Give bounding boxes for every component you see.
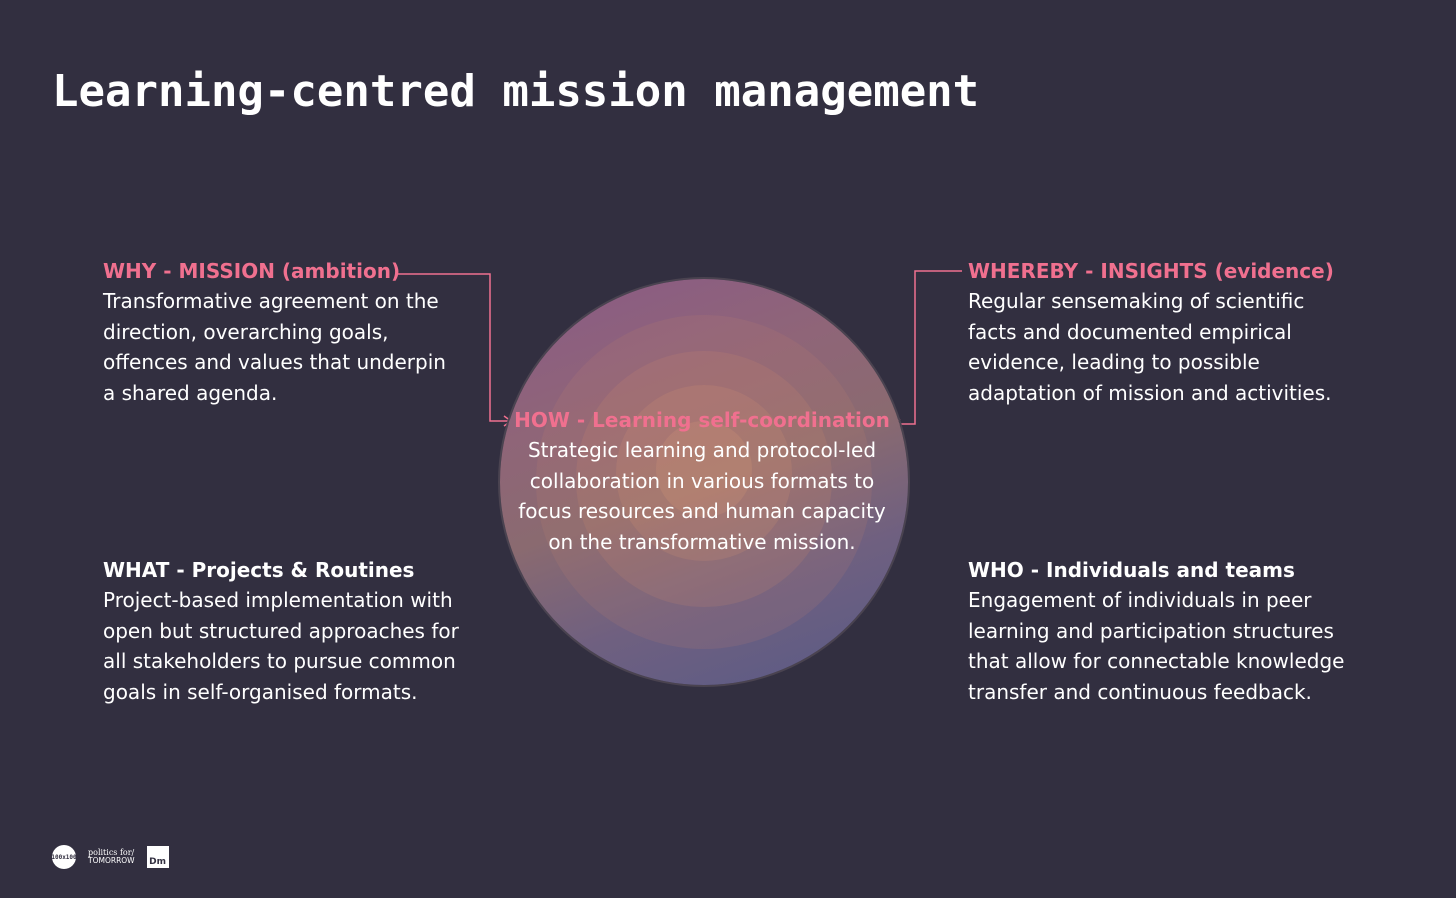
whereby-to-how-arrow: [894, 270, 962, 425]
what-line: all stakeholders to pursue common: [103, 649, 456, 673]
what-line: goals in self-organised formats.: [103, 679, 418, 704]
why-line: a shared agenda.: [103, 380, 278, 405]
how-line: focus resources and human capacity: [518, 499, 886, 523]
politics-for-tomorrow-logo: politics for/ TOMORROW: [88, 849, 135, 865]
whereby-line: adaptation of mission and activities.: [968, 380, 1332, 405]
how-line: collaboration in various formats to: [529, 468, 875, 493]
why-heading: WHY - MISSION (ambition): [103, 259, 401, 283]
why-body: Transformative agreement on the directio…: [103, 286, 483, 408]
logo-text-bottom: TOMORROW: [88, 856, 135, 865]
dm-logo: Dm: [146, 846, 169, 868]
who-line: that allow for connectable knowledge: [968, 649, 1345, 673]
how-body: Strategic learning and protocol-led coll…: [500, 435, 904, 557]
who-heading: WHO - Individuals and teams: [968, 558, 1295, 582]
circle-ring-3: [616, 385, 792, 561]
what-heading: WHAT - Projects & Routines: [103, 558, 415, 582]
whereby-line: evidence, leading to possible: [968, 350, 1260, 374]
circle-ring-1: [536, 315, 872, 649]
how-line: on the transformative mission.: [548, 529, 856, 554]
what-line: open but structured approaches for: [103, 618, 459, 643]
why-line: offences and values that underpin: [103, 350, 446, 374]
partner-logos: 100x100 politics for/ TOMORROW Dm: [51, 844, 169, 870]
how-heading: HOW - Learning self-coordination: [514, 408, 890, 432]
whereby-heading: WHEREBY - INSIGHTS (evidence): [968, 259, 1334, 283]
why-to-how-arrow: [396, 273, 510, 422]
whereby-body: Regular sensemaking of scientific facts …: [968, 286, 1368, 408]
who-line: transfer and continuous feedback.: [968, 679, 1312, 704]
how-circle: [500, 279, 908, 685]
whereby-line: Regular sensemaking of scientific: [968, 289, 1305, 313]
who-body: Engagement of individuals in peer learni…: [968, 585, 1368, 707]
who-block: WHO - Individuals and teams Engagement o…: [968, 555, 1368, 707]
who-line: learning and participation structures: [968, 618, 1334, 643]
whereby-line: facts and documented empirical: [968, 319, 1292, 344]
what-line: Project-based implementation with: [103, 588, 453, 612]
what-body: Project-based implementation with open b…: [103, 585, 493, 707]
how-line: Strategic learning and protocol-led: [527, 438, 877, 462]
100x100-logo: 100x100: [51, 845, 77, 869]
circle-ring-4: [656, 421, 752, 517]
circle-ring-2: [576, 351, 832, 607]
logo-text-top: politics for/: [88, 848, 135, 857]
how-block: HOW - Learning self-coordination Strateg…: [500, 405, 904, 557]
what-block: WHAT - Projects & Routines Project-based…: [103, 555, 493, 707]
why-block: WHY - MISSION (ambition) Transformative …: [103, 256, 483, 408]
who-line: Engagement of individuals in peer: [968, 588, 1312, 612]
why-line: direction, overarching goals,: [103, 319, 389, 344]
whereby-block: WHEREBY - INSIGHTS (evidence) Regular se…: [968, 256, 1368, 408]
page-title: Learning-centred mission management: [52, 66, 980, 117]
why-line: Transformative agreement on the: [103, 289, 439, 313]
